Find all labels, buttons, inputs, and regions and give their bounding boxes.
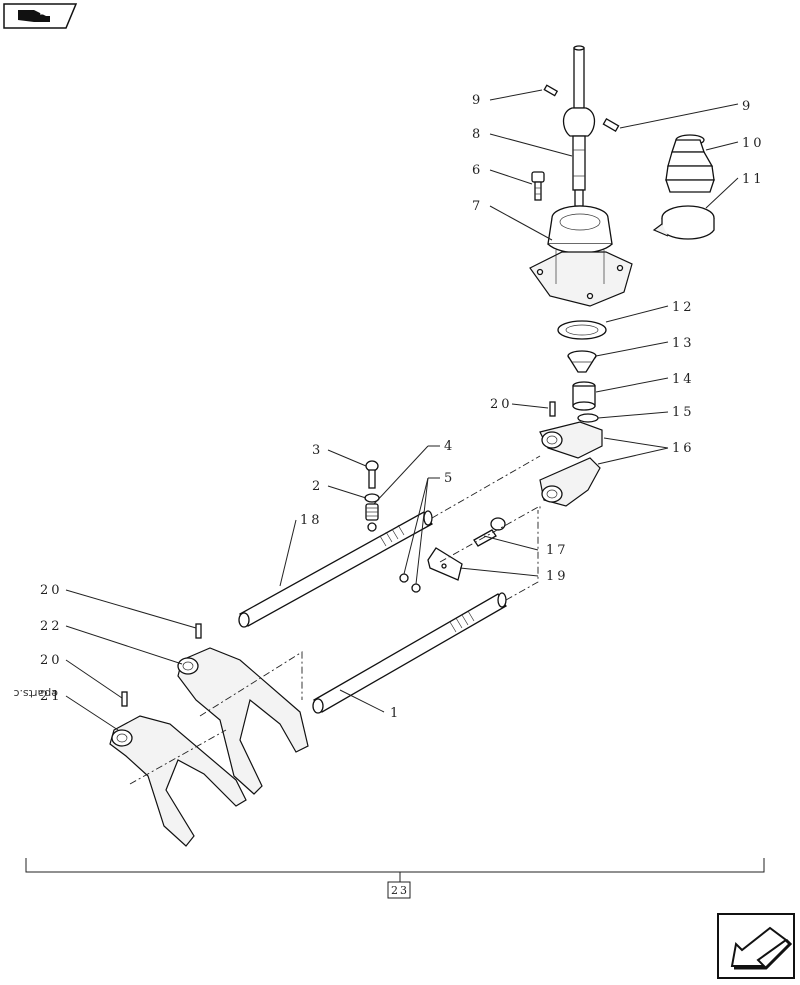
callout-20: 20 xyxy=(40,653,63,668)
callout-20: 20 xyxy=(490,397,513,412)
screw-part-6 xyxy=(531,171,545,201)
leader-lines xyxy=(65,89,739,731)
selector-shaft-1 xyxy=(312,592,507,714)
gear-lever-part xyxy=(562,45,596,207)
detent-ball-part xyxy=(367,522,377,532)
callout-21: 21 xyxy=(40,689,63,704)
selector-block-lower xyxy=(539,457,601,507)
interlock-plate-part xyxy=(427,547,463,581)
callout-18: 18 xyxy=(300,513,323,528)
callout-7: 7 xyxy=(472,199,483,214)
clamp-ring-part xyxy=(652,205,715,240)
callout-6: 6 xyxy=(472,163,483,178)
roll-pin-part xyxy=(195,623,202,639)
pin-part xyxy=(543,84,620,132)
callout-13: 13 xyxy=(672,336,695,351)
assembly-label-box xyxy=(387,881,411,899)
assembly-label: 23 xyxy=(391,884,409,897)
alignment-line xyxy=(199,651,303,717)
detent-ball-part xyxy=(399,573,409,583)
bushing-part xyxy=(572,381,596,411)
gasket-part xyxy=(557,320,607,340)
callout-12: 12 xyxy=(672,300,695,315)
spring-part xyxy=(365,503,379,521)
spring-seat-part xyxy=(567,350,597,373)
rubber-boot-part xyxy=(665,134,715,193)
callout-22: 22 xyxy=(40,619,63,634)
callout-10: 10 xyxy=(742,136,765,151)
shift-fork-21 xyxy=(109,715,247,847)
alignment-line xyxy=(129,729,227,785)
watermark-text: eparts.c xyxy=(13,687,58,700)
callout-3: 3 xyxy=(312,443,323,458)
bolt-part-3 xyxy=(365,460,379,489)
callout-19: 19 xyxy=(546,569,569,584)
callout-9: 9 xyxy=(742,99,753,114)
shift-fork-22 xyxy=(177,647,309,795)
lever-housing-part xyxy=(529,205,633,307)
o-ring-part xyxy=(577,413,599,423)
roll-pin-part xyxy=(121,691,128,707)
callout-9: 9 xyxy=(472,93,483,108)
callout-17: 17 xyxy=(546,543,569,558)
callout-20: 20 xyxy=(40,583,63,598)
navigation-arrow-icon[interactable] xyxy=(717,913,795,979)
roll-pin-part xyxy=(549,401,556,417)
callout-2: 2 xyxy=(312,479,323,494)
callout-5: 5 xyxy=(444,471,455,486)
callout-14: 14 xyxy=(672,372,695,387)
alignment-line xyxy=(505,510,539,601)
assembly-bracket: 23 xyxy=(25,858,765,899)
callout-1: 1 xyxy=(390,706,401,721)
book-hand-icon[interactable] xyxy=(3,3,78,29)
callout-16: 16 xyxy=(672,441,695,456)
callout-15: 15 xyxy=(672,405,695,420)
bolt-part-17 xyxy=(473,517,506,547)
selector-block-upper xyxy=(539,421,603,459)
callout-8: 8 xyxy=(472,127,483,142)
selector-shaft-18 xyxy=(238,510,433,628)
detent-ball-part xyxy=(411,583,421,593)
alignment-line xyxy=(431,455,541,519)
callout-4: 4 xyxy=(444,439,455,454)
callout-11: 11 xyxy=(742,172,765,187)
